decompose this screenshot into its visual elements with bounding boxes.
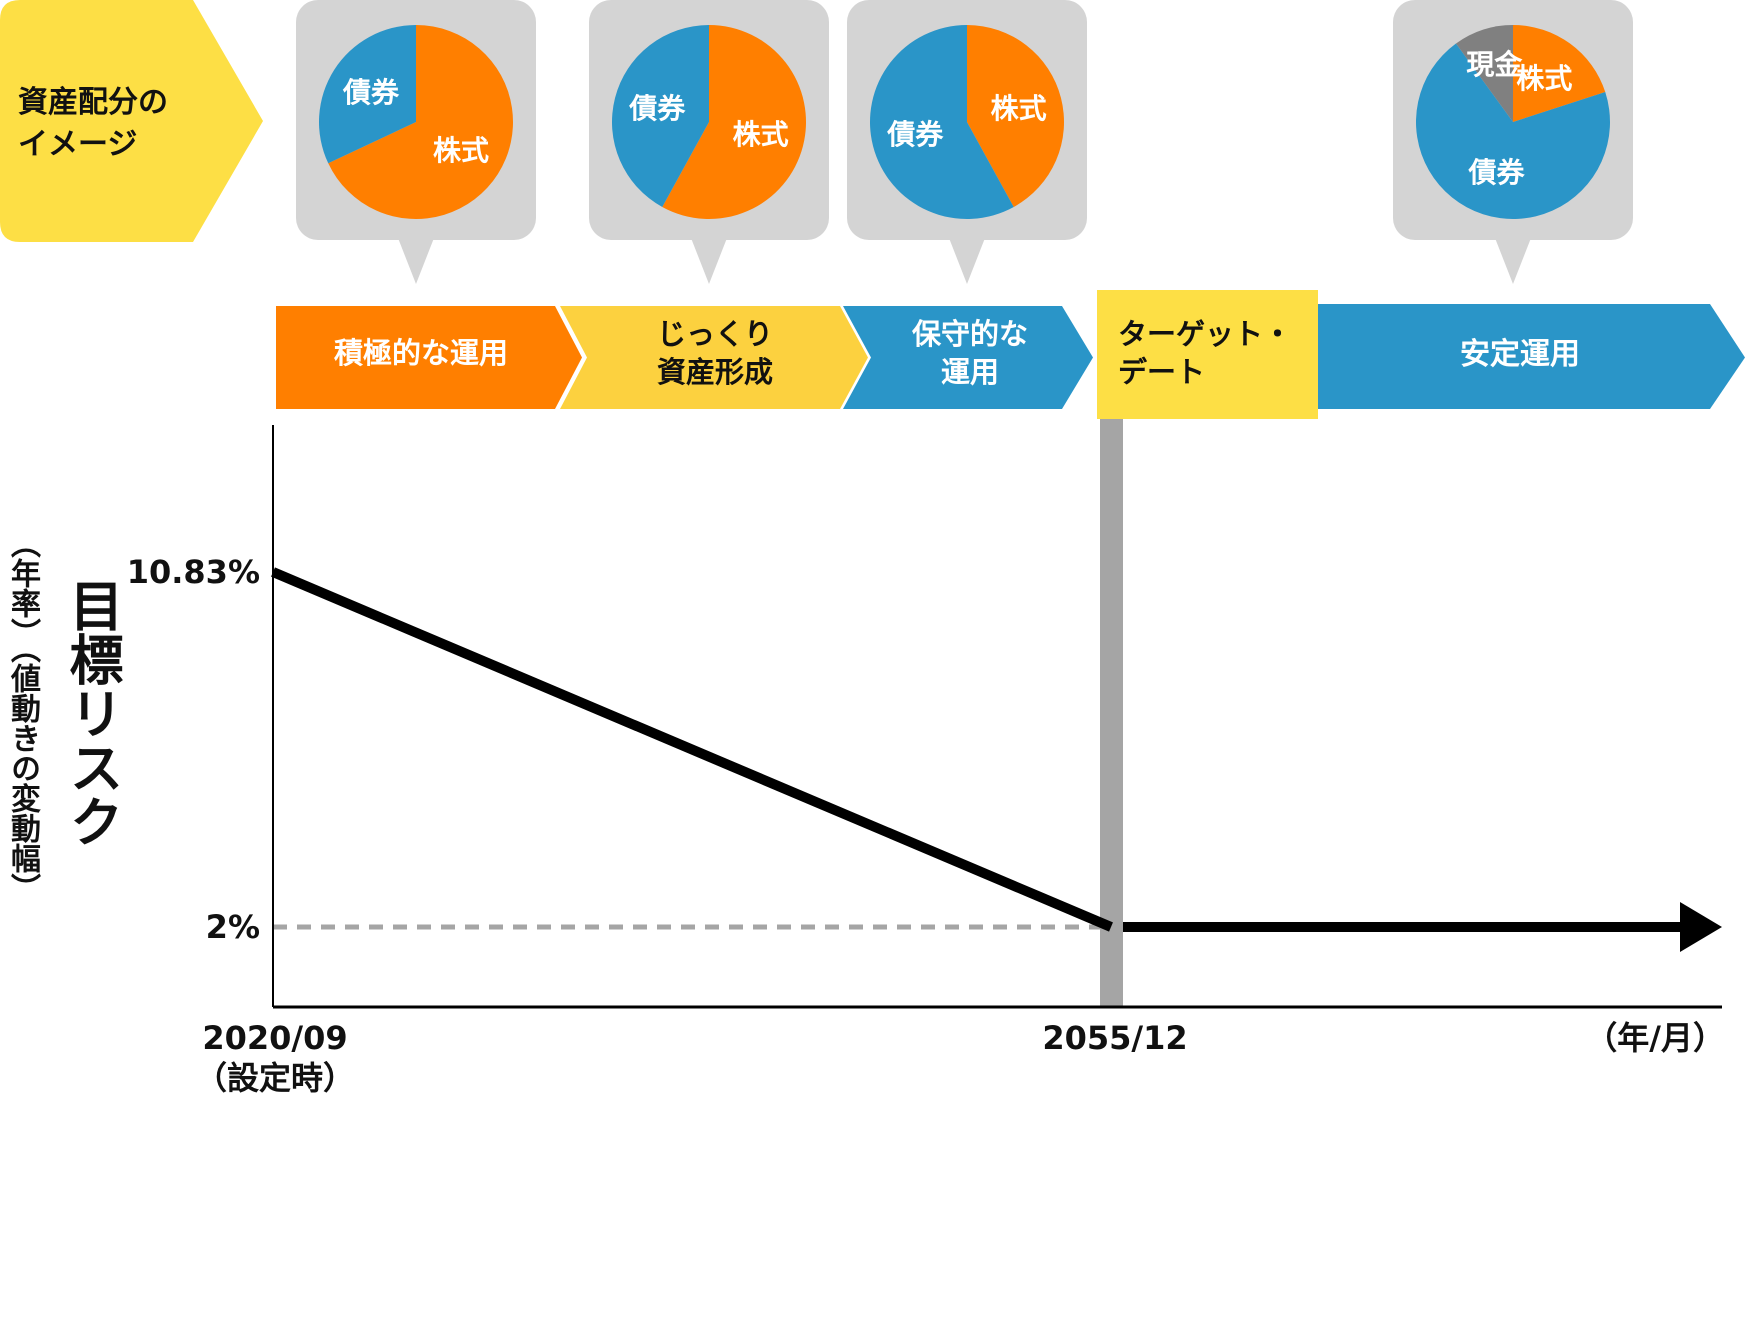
allocation-bubble-tail-4	[1495, 238, 1531, 284]
allocation-bubble-tail-2	[691, 238, 727, 284]
x-tick-target: 2055/12	[1042, 1019, 1188, 1057]
phase-stable-text: 安定運用	[1460, 337, 1580, 372]
phase-stable: 安定運用	[1330, 335, 1710, 374]
x-tick-start-label: 2020/09	[202, 1019, 348, 1057]
phase-steady-growth: じっくり資産形成	[575, 316, 855, 391]
x-tick-start: 2020/09 （設定時）	[180, 1018, 370, 1098]
risk-line-declining	[271, 567, 1113, 932]
phase-conservative-line2: 運用	[940, 354, 999, 389]
phase-target-date: ターゲット・デート	[1118, 316, 1318, 391]
phase-steady-line2: 資産形成	[656, 354, 773, 389]
allocation-header-chevron	[0, 0, 263, 242]
phase-target-box	[1097, 290, 1318, 419]
pie-2-label-0: 株式	[732, 118, 789, 152]
pie-3-label-0: 株式	[990, 91, 1047, 125]
pie-4-slice-2	[1455, 24, 1513, 122]
pie-3-slice-1	[870, 25, 1014, 219]
x-tick-start-sub: （設定時）	[194, 1059, 355, 1097]
phase-target-line2: デート	[1118, 354, 1206, 389]
pie-3-label-1: 債券	[887, 118, 944, 152]
phase-band-stable	[1318, 304, 1745, 409]
phase-aggressive: 積極的な運用	[276, 335, 566, 373]
phase-aggressive-text: 積極的な運用	[333, 336, 508, 370]
allocation-bubble-tail-1	[398, 238, 434, 284]
phase-target-line1: ターゲット・	[1118, 317, 1293, 351]
pie-1-label-0: 株式	[433, 133, 490, 167]
pie-2-slice-0	[662, 25, 807, 219]
allocation-image-label: 資産配分の イメージ	[18, 82, 228, 166]
phase-steady-line1: じっくり	[656, 317, 773, 351]
target-date-bar	[1100, 419, 1123, 1007]
arrow-head-icon	[1680, 902, 1722, 952]
pie-1-label-1: 債券	[342, 76, 399, 110]
y-tick-10.83: 10.83%	[126, 553, 260, 591]
pie-2-label-1: 債券	[629, 91, 686, 125]
phase-conservative: 保守的な運用	[855, 316, 1085, 391]
y-tick-2: 2%	[205, 908, 260, 946]
pie-4-slice-1	[1415, 43, 1611, 220]
allocation-label-line2: イメージ	[18, 127, 138, 162]
y-axis-title: 目標リスク	[60, 578, 123, 848]
phase-band-steady	[560, 306, 868, 409]
pie-4-slice-0	[1513, 25, 1606, 122]
pie-4-label-1: 債券	[1468, 155, 1525, 189]
allocation-label-line1: 資産配分の	[18, 85, 168, 120]
phase-conservative-line1: 保守的な	[911, 317, 1028, 351]
y-axis-sublabel: （年率）（値動きの変動幅）	[5, 528, 40, 903]
pie-4-label-0: 株式	[1516, 61, 1573, 95]
x-axis-unit: （年/月）	[1585, 1019, 1725, 1057]
phase-band-conservative	[843, 306, 1093, 409]
allocation-bubble-tail-3	[949, 238, 985, 284]
pie-2-slice-1	[612, 25, 709, 208]
pie-1-slice-0	[328, 25, 513, 219]
pie-1-slice-1	[318, 25, 416, 164]
phase-band-aggressive	[276, 306, 582, 409]
pie-4-label-2: 現金	[1466, 47, 1523, 81]
pie-3-slice-0	[967, 25, 1064, 208]
